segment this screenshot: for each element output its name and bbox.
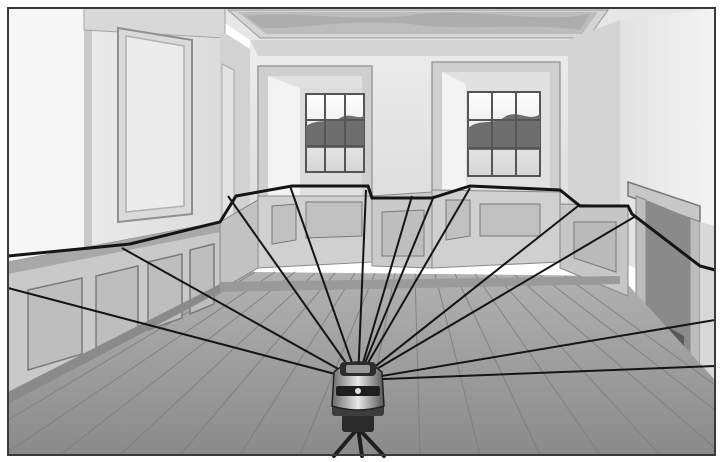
wall-panel — [118, 28, 192, 222]
window-right — [468, 92, 540, 176]
window-left — [306, 94, 364, 172]
